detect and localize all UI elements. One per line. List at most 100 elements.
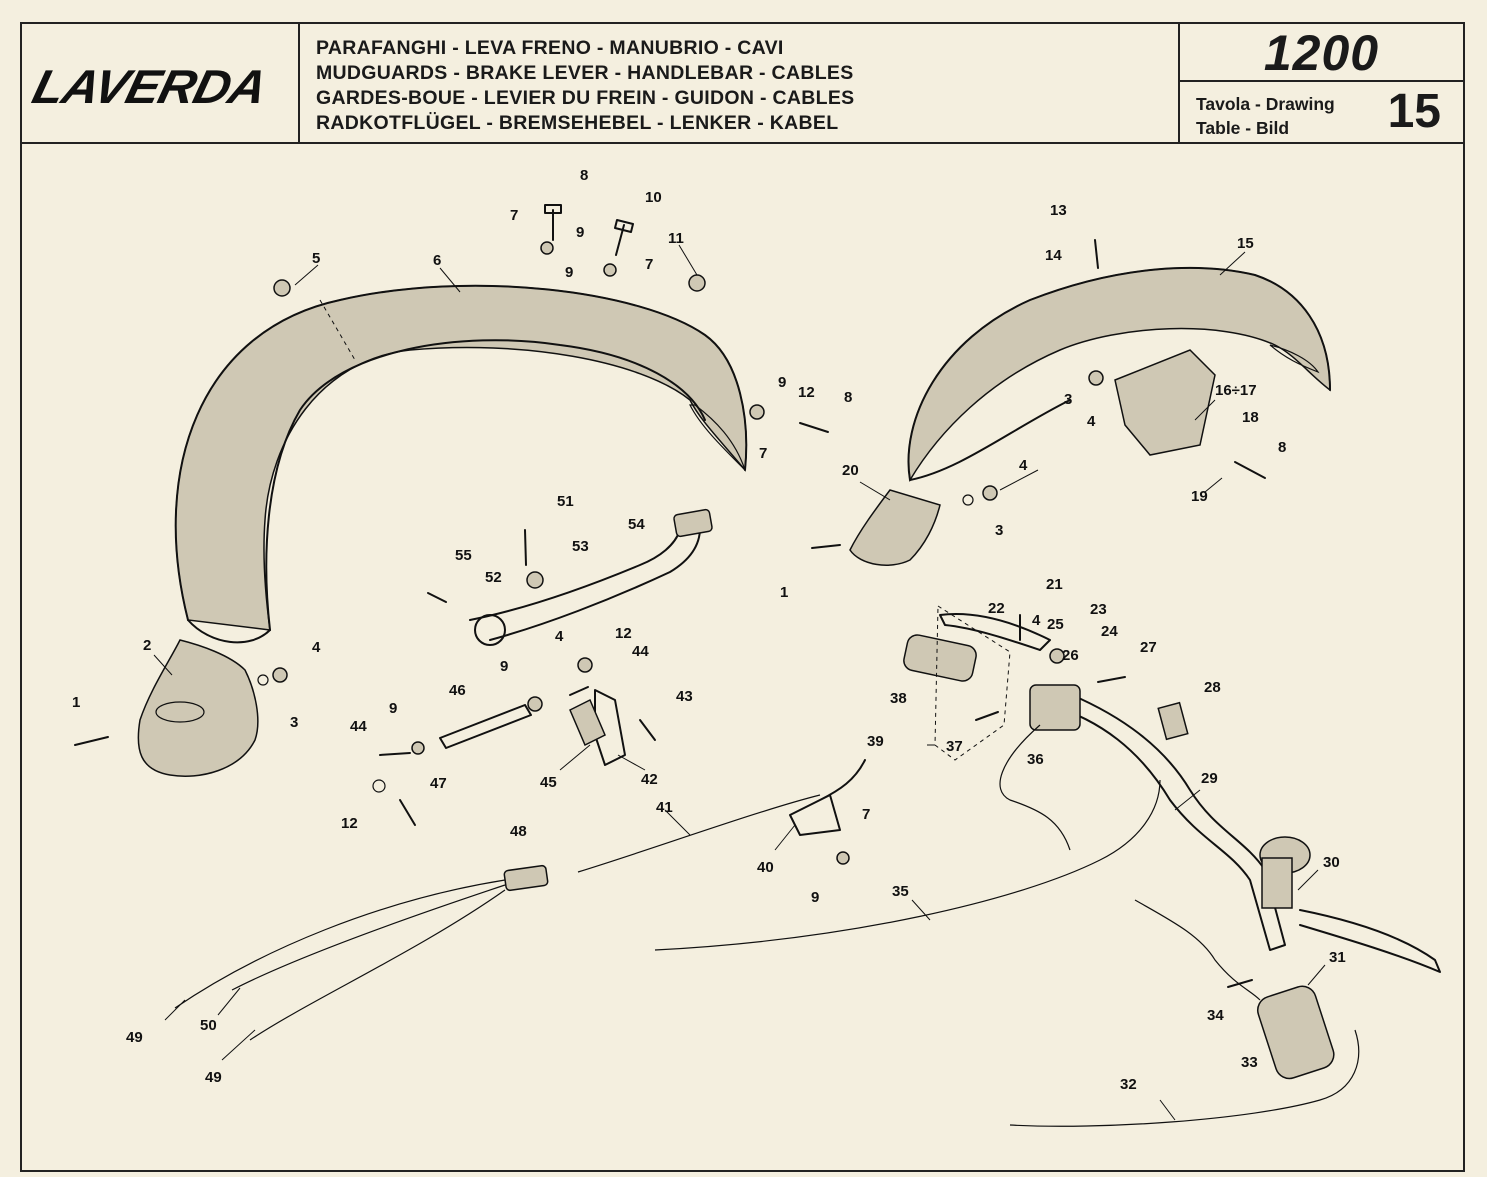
- cable-35: [654, 779, 1161, 951]
- model-cell: 1200 Tavola - Drawing Table - Bild 15: [1180, 22, 1463, 142]
- logo-cell: LAVERDA: [20, 22, 300, 142]
- callout-25: 25: [1047, 616, 1064, 633]
- callout-3-front: 3: [1064, 391, 1072, 408]
- callout-9-top: 9: [576, 224, 584, 241]
- bolts: [74, 204, 1266, 988]
- callout-8-top: 8: [580, 167, 588, 184]
- callout-35: 35: [892, 883, 909, 900]
- callout-26: 26: [1062, 647, 1079, 664]
- cable-49a: [174, 879, 506, 1009]
- callout-27: 27: [1140, 639, 1157, 656]
- brake-pedal: [469, 508, 713, 646]
- callout-9-mid: 9: [565, 264, 573, 281]
- dust-boot: [1157, 701, 1189, 741]
- callout-38: 38: [890, 690, 907, 707]
- drawing-frame: [20, 22, 1465, 1172]
- callout-45: 45: [540, 774, 557, 791]
- callout-4-pedal: 4: [555, 628, 564, 645]
- rear-mudguard: [174, 284, 748, 644]
- brake-spring: [569, 698, 606, 747]
- callout-9-clutch: 9: [811, 889, 819, 906]
- callout-5: 5: [312, 250, 320, 267]
- switch-wiring: [999, 724, 1071, 851]
- cable-49b: [249, 889, 506, 1041]
- handlebar: [1049, 689, 1286, 951]
- drawing-label: Tavola - Drawing Table - Bild: [1196, 92, 1335, 140]
- callout-42: 42: [641, 771, 658, 788]
- callout-7-top: 7: [510, 207, 518, 224]
- callout-7-clutch: 7: [862, 806, 870, 823]
- master-cylinder: [1259, 836, 1441, 973]
- callout-55: 55: [455, 547, 472, 564]
- left-lever: [939, 613, 1051, 651]
- callout-19: 19: [1191, 488, 1208, 505]
- callout-49-upper: 49: [126, 1029, 143, 1046]
- callout-36: 36: [1027, 751, 1044, 768]
- callout-32: 32: [1120, 1076, 1137, 1093]
- callout-4-rear: 4: [312, 639, 321, 656]
- callout-18: 18: [1242, 409, 1259, 426]
- callout-1-front: 1: [780, 584, 788, 601]
- left-grip: [903, 634, 977, 682]
- drawing-label-line2: Table - Bild: [1196, 118, 1290, 138]
- callout-16-17: 16÷17: [1215, 382, 1257, 399]
- callout-1-rear: 1: [72, 694, 80, 711]
- callout-21: 21: [1046, 576, 1063, 593]
- cable-junction: [503, 864, 549, 892]
- callout-51: 51: [557, 493, 574, 510]
- callout-46: 46: [449, 682, 466, 699]
- callout-13: 13: [1050, 202, 1067, 219]
- callout-39: 39: [867, 733, 884, 750]
- callout-2: 2: [143, 637, 151, 654]
- cable-50: [231, 884, 506, 991]
- front-mudflap: [849, 489, 941, 566]
- callout-12-pedal: 12: [615, 625, 632, 642]
- callout-37: 37: [946, 738, 963, 755]
- callout-30: 30: [1323, 854, 1340, 871]
- table-number: 15: [1387, 85, 1441, 138]
- callout-10: 10: [645, 189, 662, 206]
- callout-7-mid: 7: [645, 256, 653, 273]
- title-german: RADKOTFLÜGEL - BREMSEHEBEL - LENKER - KA…: [316, 112, 839, 134]
- callout-12-rod: 12: [341, 815, 358, 832]
- callout-44-pedal: 44: [632, 643, 649, 660]
- model-number: 1200: [1180, 22, 1463, 82]
- callout-3-rear: 3: [290, 714, 298, 731]
- clutch-lever: [789, 759, 866, 836]
- callout-9-right: 9: [778, 374, 786, 391]
- callout-48: 48: [510, 823, 527, 840]
- assembly-group-box: [934, 605, 1011, 761]
- title-french: GARDES-BOUE - LEVIER DU FREIN - GUIDON -…: [316, 87, 855, 109]
- callout-52: 52: [485, 569, 502, 586]
- cable-41: [577, 794, 821, 873]
- callout-12-right: 12: [798, 384, 815, 401]
- title-italian: PARAFANGHI - LEVA FRENO - MANUBRIO - CAV…: [316, 37, 784, 59]
- callout-31: 31: [1329, 949, 1346, 966]
- callout-47: 47: [430, 775, 447, 792]
- callout-41: 41: [656, 799, 673, 816]
- title-block: LAVERDA PARAFANGHI - LEVA FRENO - MANUBR…: [20, 22, 1465, 144]
- callout-23: 23: [1090, 601, 1107, 618]
- callout-9-rod: 9: [500, 658, 508, 675]
- callout-24: 24: [1101, 623, 1118, 640]
- callout-28: 28: [1204, 679, 1221, 696]
- callout-43: 43: [676, 688, 693, 705]
- callout-8-right: 8: [844, 389, 852, 406]
- drawing-label-line1: Tavola - Drawing: [1196, 94, 1335, 114]
- callout-49-lower: 49: [205, 1069, 222, 1086]
- callout-50: 50: [200, 1017, 217, 1034]
- front-mudguard: [907, 266, 1331, 483]
- callout-11: 11: [668, 230, 684, 247]
- callout-20: 20: [842, 462, 859, 479]
- callout-3-flap: 3: [995, 522, 1003, 539]
- throttle-wiring: [1134, 899, 1261, 1001]
- title-english: MUDGUARDS - BRAKE LEVER - HANDLEBAR - CA…: [316, 62, 854, 84]
- callout-9-rod-left: 9: [389, 700, 397, 717]
- callout-33: 33: [1241, 1054, 1258, 1071]
- right-grip: [1256, 985, 1335, 1080]
- callout-14: 14: [1045, 247, 1062, 264]
- callout-29: 29: [1201, 770, 1218, 787]
- callout-8-front: 8: [1278, 439, 1286, 456]
- callout-7-right: 7: [759, 445, 767, 462]
